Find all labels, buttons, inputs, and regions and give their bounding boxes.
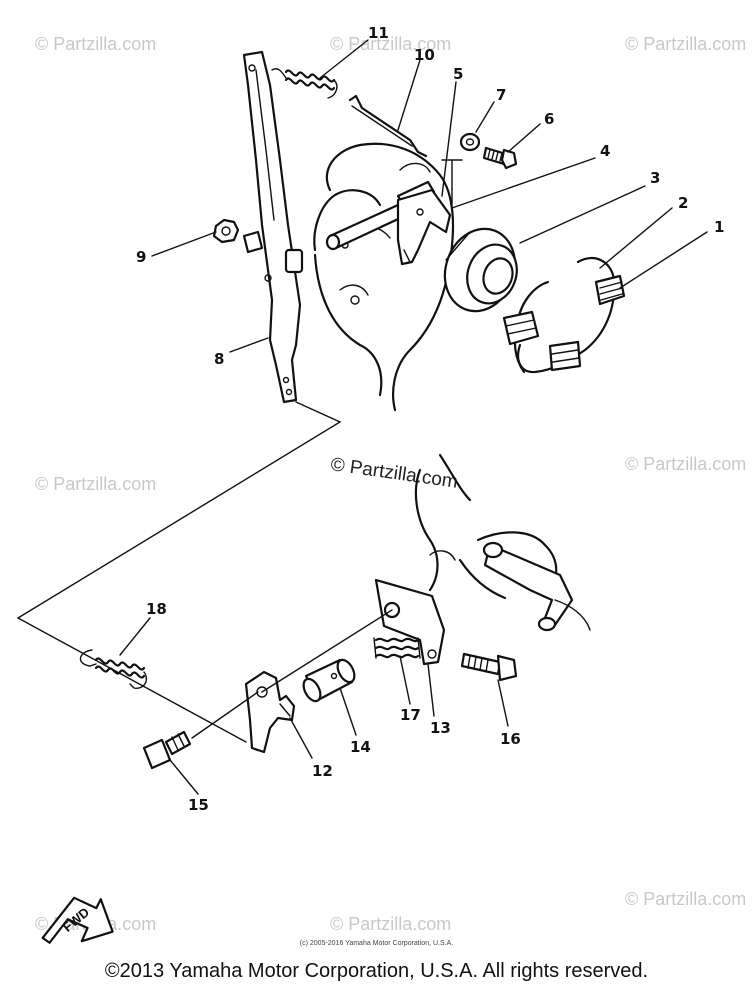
pin-part-14 xyxy=(302,658,356,703)
watermark-center: © Partzilla.com xyxy=(329,454,459,493)
bracket-part-4 xyxy=(396,188,452,266)
lever-plate-part-12 xyxy=(244,670,296,754)
watermarks: © Partzilla.com © Partzilla.com © Partzi… xyxy=(35,34,746,934)
watermark-top-left: © Partzilla.com xyxy=(35,34,156,54)
leader-lines xyxy=(16,39,708,795)
callout-8: 8 xyxy=(214,350,224,368)
lever-arm-part-8 xyxy=(242,50,304,404)
watermark-top-right: © Partzilla.com xyxy=(625,34,746,54)
callout-14: 14 xyxy=(350,738,371,756)
spring-part-17 xyxy=(373,637,421,659)
part-5-indicator xyxy=(441,159,463,206)
callout-13: 13 xyxy=(430,719,451,737)
nut-part-9 xyxy=(212,218,240,244)
callout-10: 10 xyxy=(414,46,435,64)
callout-3: 3 xyxy=(650,169,660,187)
rod-part-10 xyxy=(348,94,428,158)
bolt-part-6 xyxy=(482,146,518,170)
bolt-part-15 xyxy=(142,730,192,770)
washer-part-7 xyxy=(459,132,481,152)
callout-12: 12 xyxy=(312,762,333,780)
bolt-part-16 xyxy=(460,652,518,682)
callout-5: 5 xyxy=(453,65,463,83)
grommet-part-3 xyxy=(443,227,518,313)
spring-part-11 xyxy=(271,68,338,99)
callout-2: 2 xyxy=(678,194,688,212)
callout-7: 7 xyxy=(496,86,506,104)
bracket-part-13 xyxy=(374,578,446,666)
callout-9: 9 xyxy=(136,248,146,266)
callout-numbers: 1 2 3 4 5 6 7 8 9 10 11 12 13 14 15 16 1… xyxy=(136,24,724,814)
watermark-top-mid: © Partzilla.com xyxy=(330,34,451,54)
watermark-bottom-mid: © Partzilla.com xyxy=(330,914,451,934)
watermark-bottom-right: © Partzilla.com xyxy=(625,889,746,909)
callout-18: 18 xyxy=(146,600,167,618)
callout-11: 11 xyxy=(368,24,389,42)
callout-16: 16 xyxy=(500,730,521,748)
callout-6: 6 xyxy=(544,110,554,128)
callout-17: 17 xyxy=(400,706,421,724)
callout-15: 15 xyxy=(188,796,209,814)
small-copyright: (c) 2005-2016 Yamaha Motor Corporation, … xyxy=(299,940,454,947)
wire-clamps-part-1-2 xyxy=(502,256,626,374)
callout-4: 4 xyxy=(600,142,610,160)
spring-part-18 xyxy=(79,649,148,689)
watermark-mid-left: © Partzilla.com xyxy=(35,474,156,494)
engine-housing-lower xyxy=(414,453,591,632)
callout-1: 1 xyxy=(714,218,724,236)
watermark-mid-right: © Partzilla.com xyxy=(625,454,746,474)
engine-housing-upper xyxy=(313,142,455,412)
footer-copyright: ©2013 Yamaha Motor Corporation, U.S.A. A… xyxy=(104,960,649,982)
